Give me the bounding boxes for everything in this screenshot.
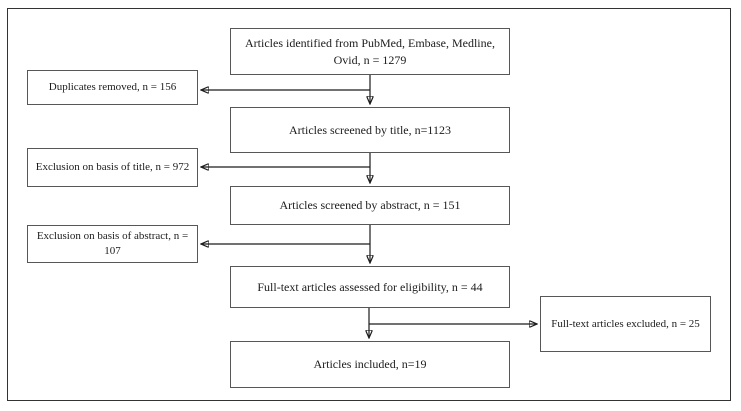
box-articles-included-label: Articles included, n=19	[313, 357, 427, 372]
box-screened-by-title-label: Articles screened by title, n=1123	[289, 122, 451, 137]
box-exclusion-title-label: Exclusion on basis of title, n = 972	[35, 161, 190, 174]
box-screened-by-abstract-label: Articles screened by abstract, n = 151	[279, 198, 461, 213]
box-articles-identified-label: Articles identified from PubMed, Embase,…	[245, 36, 495, 67]
box-exclusion-abstract-label: Exclusion on basis of abstract, n = 107	[36, 230, 189, 257]
box-screened-by-abstract: Articles screened by abstract, n = 151	[230, 186, 510, 225]
box-fulltext-assessed: Full-text articles assessed for eligibil…	[230, 266, 510, 308]
box-duplicates-removed-label: Duplicates removed, n = 156	[48, 81, 177, 94]
box-fulltext-excluded: Full-text articles excluded, n = 25	[540, 296, 711, 352]
box-exclusion-title: Exclusion on basis of title, n = 972	[27, 148, 198, 187]
box-screened-by-title: Articles screened by title, n=1123	[230, 107, 510, 153]
box-fulltext-assessed-label: Full-text articles assessed for eligibil…	[257, 279, 483, 294]
box-duplicates-removed: Duplicates removed, n = 156	[27, 70, 198, 105]
box-articles-identified: Articles identified from PubMed, Embase,…	[230, 28, 510, 75]
box-fulltext-excluded-label: Full-text articles excluded, n = 25	[551, 317, 700, 330]
box-exclusion-abstract: Exclusion on basis of abstract, n = 107	[27, 225, 198, 263]
box-articles-included: Articles included, n=19	[230, 341, 510, 388]
